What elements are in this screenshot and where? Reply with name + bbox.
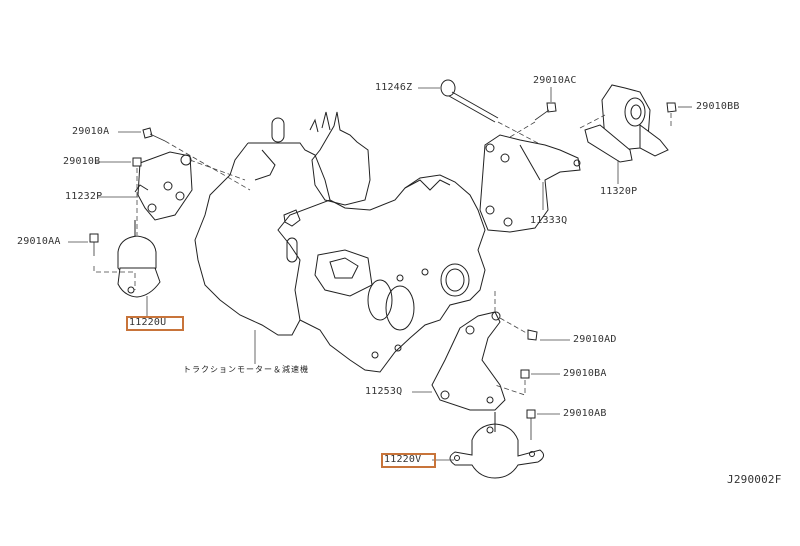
caption-traction-motor-reducer: トラクションモーター＆減速機 (183, 365, 309, 374)
through-bolt-group (440, 79, 571, 161)
part-label-11220v[interactable]: 11220V (384, 454, 422, 465)
part-label-11220u[interactable]: 11220U (129, 317, 167, 328)
right-mount-11320p (579, 84, 677, 163)
left-mount-bracket-group (89, 127, 251, 298)
part-label-11232p[interactable]: 11232P (65, 191, 103, 202)
highlight-box-11220u (126, 316, 184, 331)
part-label-29010ba[interactable]: 29010BA (563, 368, 607, 379)
right-bracket-11333q (479, 134, 581, 233)
part-label-11246z[interactable]: 11246Z (375, 82, 413, 93)
lower-bracket-11253q (431, 290, 538, 411)
part-label-29010ad[interactable]: 29010AD (573, 334, 617, 345)
part-label-11333q[interactable]: 11333Q (530, 215, 568, 226)
highlight-box-11220v (381, 453, 436, 468)
part-label-29010aa[interactable]: 29010AA (17, 236, 61, 247)
part-label-29010ac[interactable]: 29010AC (533, 75, 577, 86)
lower-mount-11220v (449, 409, 544, 479)
part-label-29010b[interactable]: 29010B (63, 156, 101, 167)
part-label-29010a[interactable]: 29010A (72, 126, 110, 137)
traction-motor-reducer-housing (194, 111, 486, 373)
figure-code: J290002F (727, 473, 782, 486)
part-label-11253q[interactable]: 11253Q (365, 386, 403, 397)
part-label-29010ab[interactable]: 29010AB (563, 408, 607, 419)
part-label-11320p[interactable]: 11320P (600, 186, 638, 197)
part-label-29010bb[interactable]: 29010BB (696, 101, 740, 112)
